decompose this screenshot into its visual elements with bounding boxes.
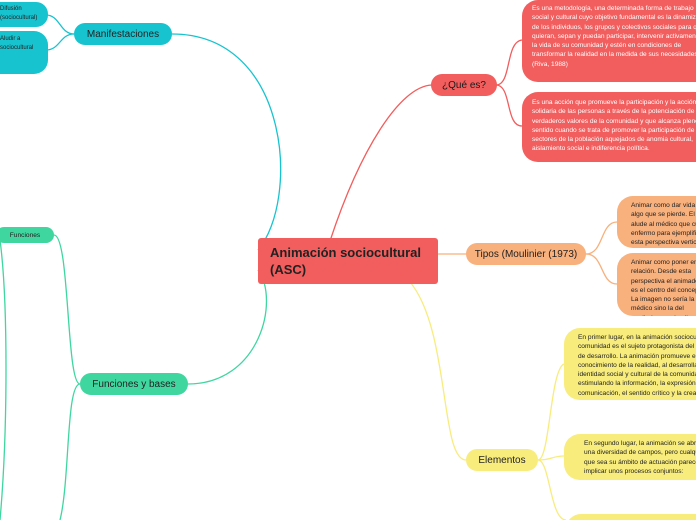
link-funciones-1 xyxy=(53,234,81,385)
link-funciones xyxy=(187,269,267,385)
link-elementos xyxy=(409,281,467,461)
link-tipos-1 xyxy=(585,221,618,255)
elementos-leaf-2-text: En segundo lugar, la animación se abre a… xyxy=(584,440,696,475)
link-elementos-2 xyxy=(537,455,565,461)
branch-tipos-label: Tipos (Moulinier (1973) xyxy=(474,248,578,260)
branch-elementos[interactable]: Elementos xyxy=(466,449,538,471)
elementos-leaf-1[interactable]: En primer lugar, en la animación sociocu… xyxy=(564,328,696,400)
branch-funciones-label: Funciones y bases xyxy=(92,378,176,390)
link-que-es xyxy=(329,84,433,242)
funciones-leaf-1-text: Funciones xyxy=(9,231,41,239)
central-topic[interactable]: Animación sociocultural (ASC) xyxy=(258,238,438,284)
tipos-leaf-2[interactable]: Animar como poner en relación. Desde est… xyxy=(617,253,696,316)
tipos-leaf-1[interactable]: Animar como dar vida a algo que se pierd… xyxy=(617,196,696,248)
branch-funciones[interactable]: Funciones y bases xyxy=(80,373,188,395)
elementos-leaf-3[interactable] xyxy=(566,514,696,520)
branch-manifestaciones-label: Manifestaciones xyxy=(86,28,160,40)
que-es-leaf-1-text: Es una metodología, una determinada form… xyxy=(532,5,696,68)
que-es-leaf-2[interactable]: Es una acción que promueve la participac… xyxy=(522,92,696,162)
link-elementos-1 xyxy=(537,363,565,461)
elementos-leaf-2[interactable]: En segundo lugar, la animación se abre a… xyxy=(564,434,696,480)
tipos-leaf-2-text: Animar como poner en relación. Desde est… xyxy=(631,259,696,316)
link-que-es-2 xyxy=(495,84,523,127)
branch-manifestaciones[interactable]: Manifestaciones xyxy=(74,23,172,45)
branch-elementos-label: Elementos xyxy=(478,454,526,466)
link-manifestaciones-2 xyxy=(45,33,75,51)
funciones-leaf-1[interactable]: Funciones xyxy=(0,227,54,243)
tipos-leaf-1-text: Animar como dar vida a algo que se pierd… xyxy=(631,202,696,247)
elementos-leaf-1-text: En primer lugar, en la animación sociocu… xyxy=(578,334,696,397)
link-elementos-3 xyxy=(537,459,567,520)
link-manifestaciones-1 xyxy=(45,14,75,35)
branch-tipos[interactable]: Tipos (Moulinier (1973) xyxy=(466,243,586,265)
link-funciones-3 xyxy=(0,239,7,520)
manifestaciones-leaf-1-text: Difusión (sociocultural) xyxy=(0,6,38,21)
branch-que-es[interactable]: ¿Qué es? xyxy=(431,74,497,96)
branch-que-es-label: ¿Qué es? xyxy=(442,79,486,91)
manifestaciones-leaf-1[interactable]: Difusión (sociocultural) xyxy=(0,2,48,27)
manifestaciones-leaf-2[interactable]: Aludir a sociocultural xyxy=(0,31,48,74)
manifestaciones-leaf-2-text: Aludir a sociocultural xyxy=(0,36,34,51)
central-topic-title: Animación sociocultural (ASC) xyxy=(270,245,421,277)
que-es-leaf-1[interactable]: Es una metodología, una determinada form… xyxy=(522,0,696,82)
link-manifestaciones xyxy=(171,33,282,251)
link-funciones-2 xyxy=(59,383,81,520)
que-es-leaf-2-text: Es una acción que promueve la participac… xyxy=(532,99,696,153)
link-que-es-1 xyxy=(495,39,523,86)
link-tipos-2 xyxy=(585,253,618,285)
